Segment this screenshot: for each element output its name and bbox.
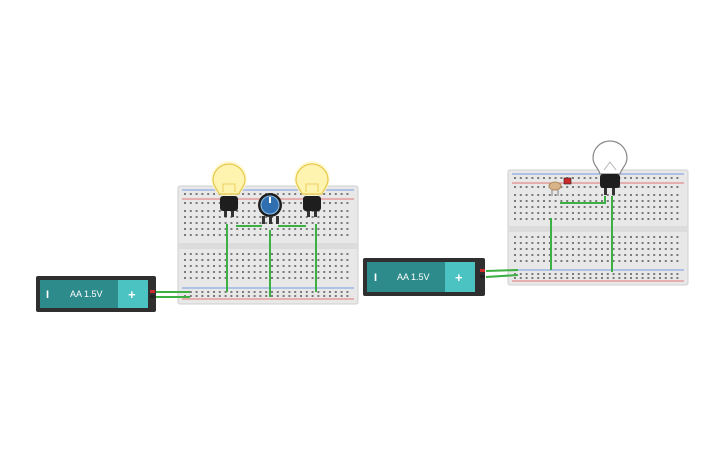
- breadboard-left[interactable]: [177, 185, 359, 305]
- bulb-lit-icon: [220, 196, 238, 211]
- led-icon[interactable]: [563, 177, 572, 185]
- battery-plus-label: +: [128, 287, 136, 302]
- battery-terminal[interactable]: [480, 269, 485, 272]
- potentiometer-icon[interactable]: [258, 193, 282, 224]
- battery-terminal[interactable]: [150, 295, 155, 298]
- wire: [485, 274, 519, 278]
- wire: [560, 196, 606, 204]
- photoresistor-icon[interactable]: [548, 181, 562, 196]
- light-bulb-1[interactable]: [211, 161, 247, 217]
- breadboard-right[interactable]: [507, 169, 689, 286]
- wires-right[interactable]: [485, 196, 613, 278]
- bulb-off-icon: [600, 174, 620, 188]
- wires-left[interactable]: [155, 224, 317, 298]
- battery-plus-label: +: [455, 270, 463, 285]
- battery-terminal[interactable]: [480, 275, 485, 278]
- battery-terminal[interactable]: [150, 290, 155, 293]
- light-bulb-3[interactable]: [592, 140, 628, 195]
- wire: [485, 269, 519, 272]
- light-bulb-2[interactable]: [294, 161, 330, 217]
- battery-right[interactable]: I AA 1.5V +: [363, 258, 485, 296]
- battery-minus-label: I: [46, 289, 49, 301]
- battery-label: AA 1.5V: [70, 289, 103, 299]
- bulb-lit-icon: [303, 196, 321, 211]
- battery-minus-label: I: [374, 272, 377, 284]
- battery-label: AA 1.5V: [397, 272, 430, 282]
- breadboard-holes: [514, 177, 679, 279]
- battery-left[interactable]: I AA 1.5V +: [36, 276, 156, 312]
